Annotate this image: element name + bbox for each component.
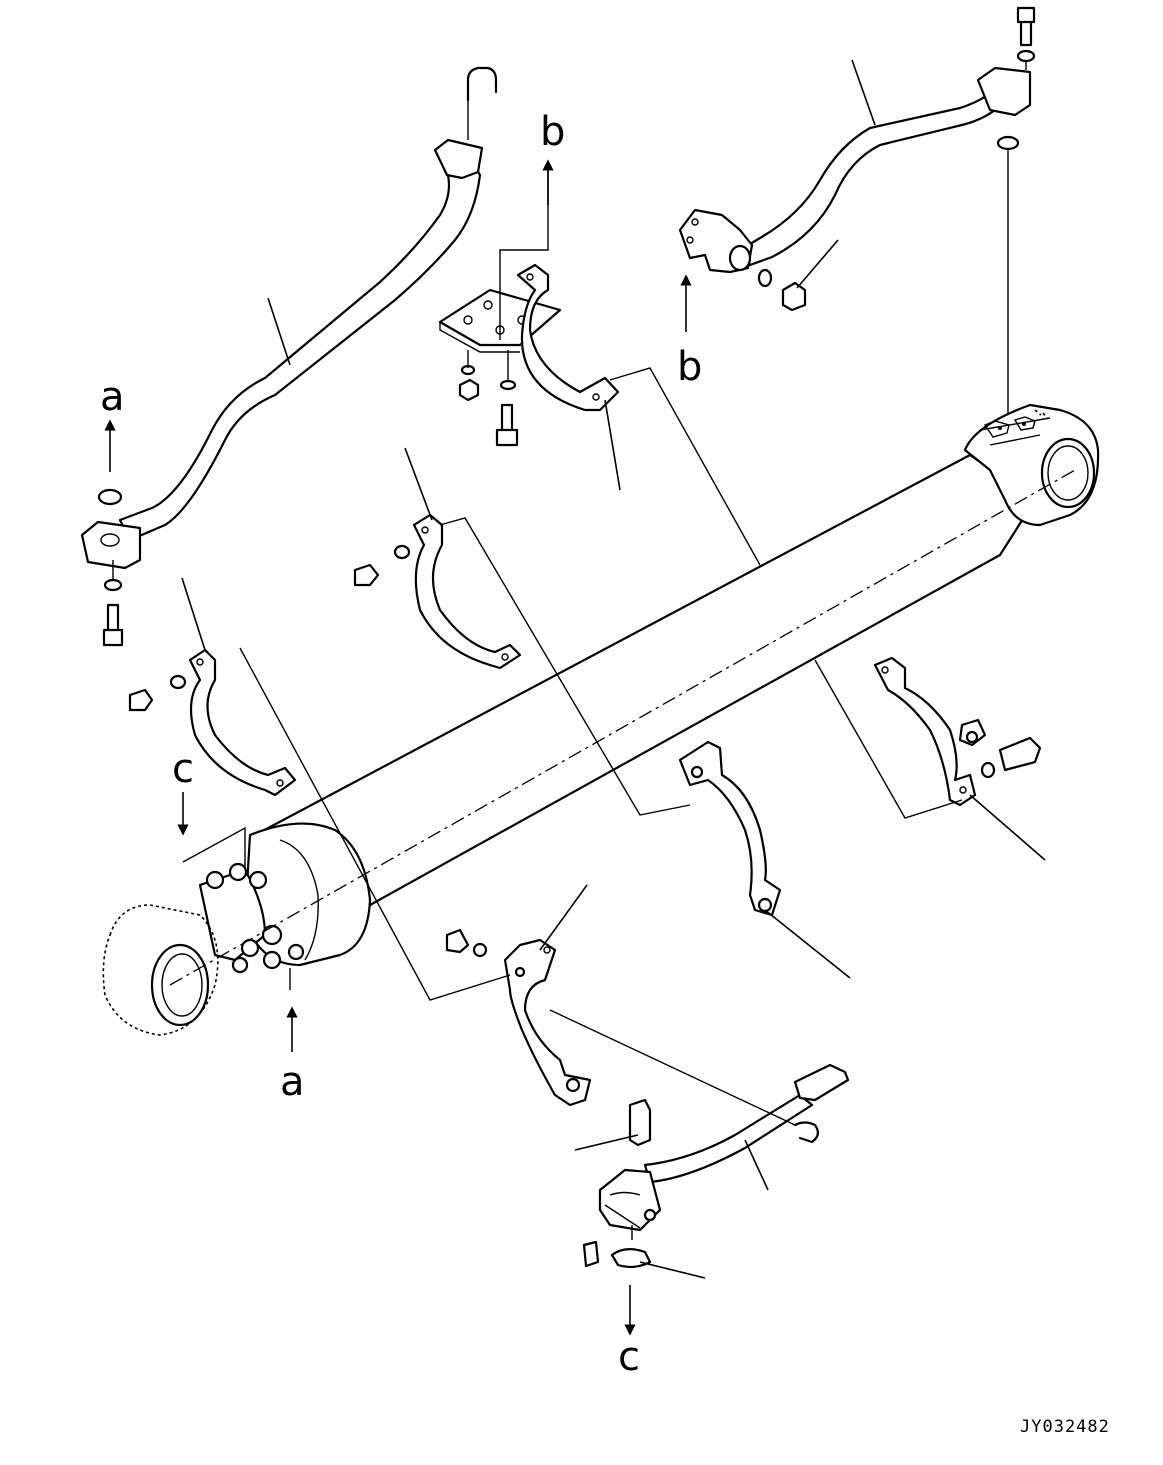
head-port <box>983 416 1036 438</box>
pipe-right-top-flange <box>976 66 1032 117</box>
clamp-bottom <box>445 928 592 1107</box>
u-bolt <box>466 66 498 102</box>
o-ring-a <box>97 488 123 506</box>
sensor-cable <box>643 1093 814 1184</box>
pipe-right-body <box>738 83 1008 267</box>
head-flange-lines <box>979 417 1051 446</box>
callout-a-top: a <box>100 374 125 420</box>
callout-c-bottom: c <box>618 1334 640 1380</box>
bolt <box>102 603 124 647</box>
clamp-left <box>128 648 297 797</box>
bolt-top <box>1016 6 1036 47</box>
clamp-mid-upper <box>353 513 522 670</box>
stroke-sensor-hose <box>582 1063 850 1269</box>
clamp-center-lower <box>678 740 782 917</box>
pipe-left-top-flange <box>433 138 484 180</box>
u-clip <box>793 1121 819 1144</box>
plug <box>781 281 807 312</box>
cable-connector <box>793 1063 850 1102</box>
callout-c-top: c <box>172 746 194 792</box>
callout-b-bottom: b <box>677 344 702 390</box>
rod-eye-inner <box>161 953 203 1017</box>
rod-eye <box>150 943 210 1027</box>
pipe-left-bottom-flange <box>80 520 142 570</box>
callout-arrows <box>104 159 692 1336</box>
drawing-code: JY032482 <box>1020 1417 1110 1437</box>
strap-clamp-upper <box>516 263 620 412</box>
clamp-right <box>873 656 1042 807</box>
washer <box>103 578 123 592</box>
pipe-right <box>678 6 1036 415</box>
callout-a-bottom: a <box>280 1059 305 1105</box>
callout-b-top: b <box>540 109 565 155</box>
pipe-left-body <box>118 160 482 542</box>
cylinder-tube <box>253 453 1037 907</box>
head-eye <box>1040 437 1096 509</box>
leader-lines <box>181 59 1046 1279</box>
hydraulic-cylinder <box>102 403 1100 1036</box>
head-eye-inner <box>1047 445 1089 501</box>
o-ring-b <box>996 135 1020 151</box>
cylinder-rod-end <box>102 822 372 1036</box>
pad <box>610 1248 652 1269</box>
pipe-left <box>80 66 498 647</box>
pipe-support-bracket <box>438 263 620 447</box>
rod-end-gland <box>243 822 372 967</box>
cylinder-centerline <box>169 469 1076 986</box>
rod-end-nuts <box>205 862 305 974</box>
cylinder-head-end <box>963 403 1100 527</box>
pin <box>582 1240 600 1268</box>
gland-ring <box>279 839 319 961</box>
sensor-bolt <box>628 1098 652 1147</box>
